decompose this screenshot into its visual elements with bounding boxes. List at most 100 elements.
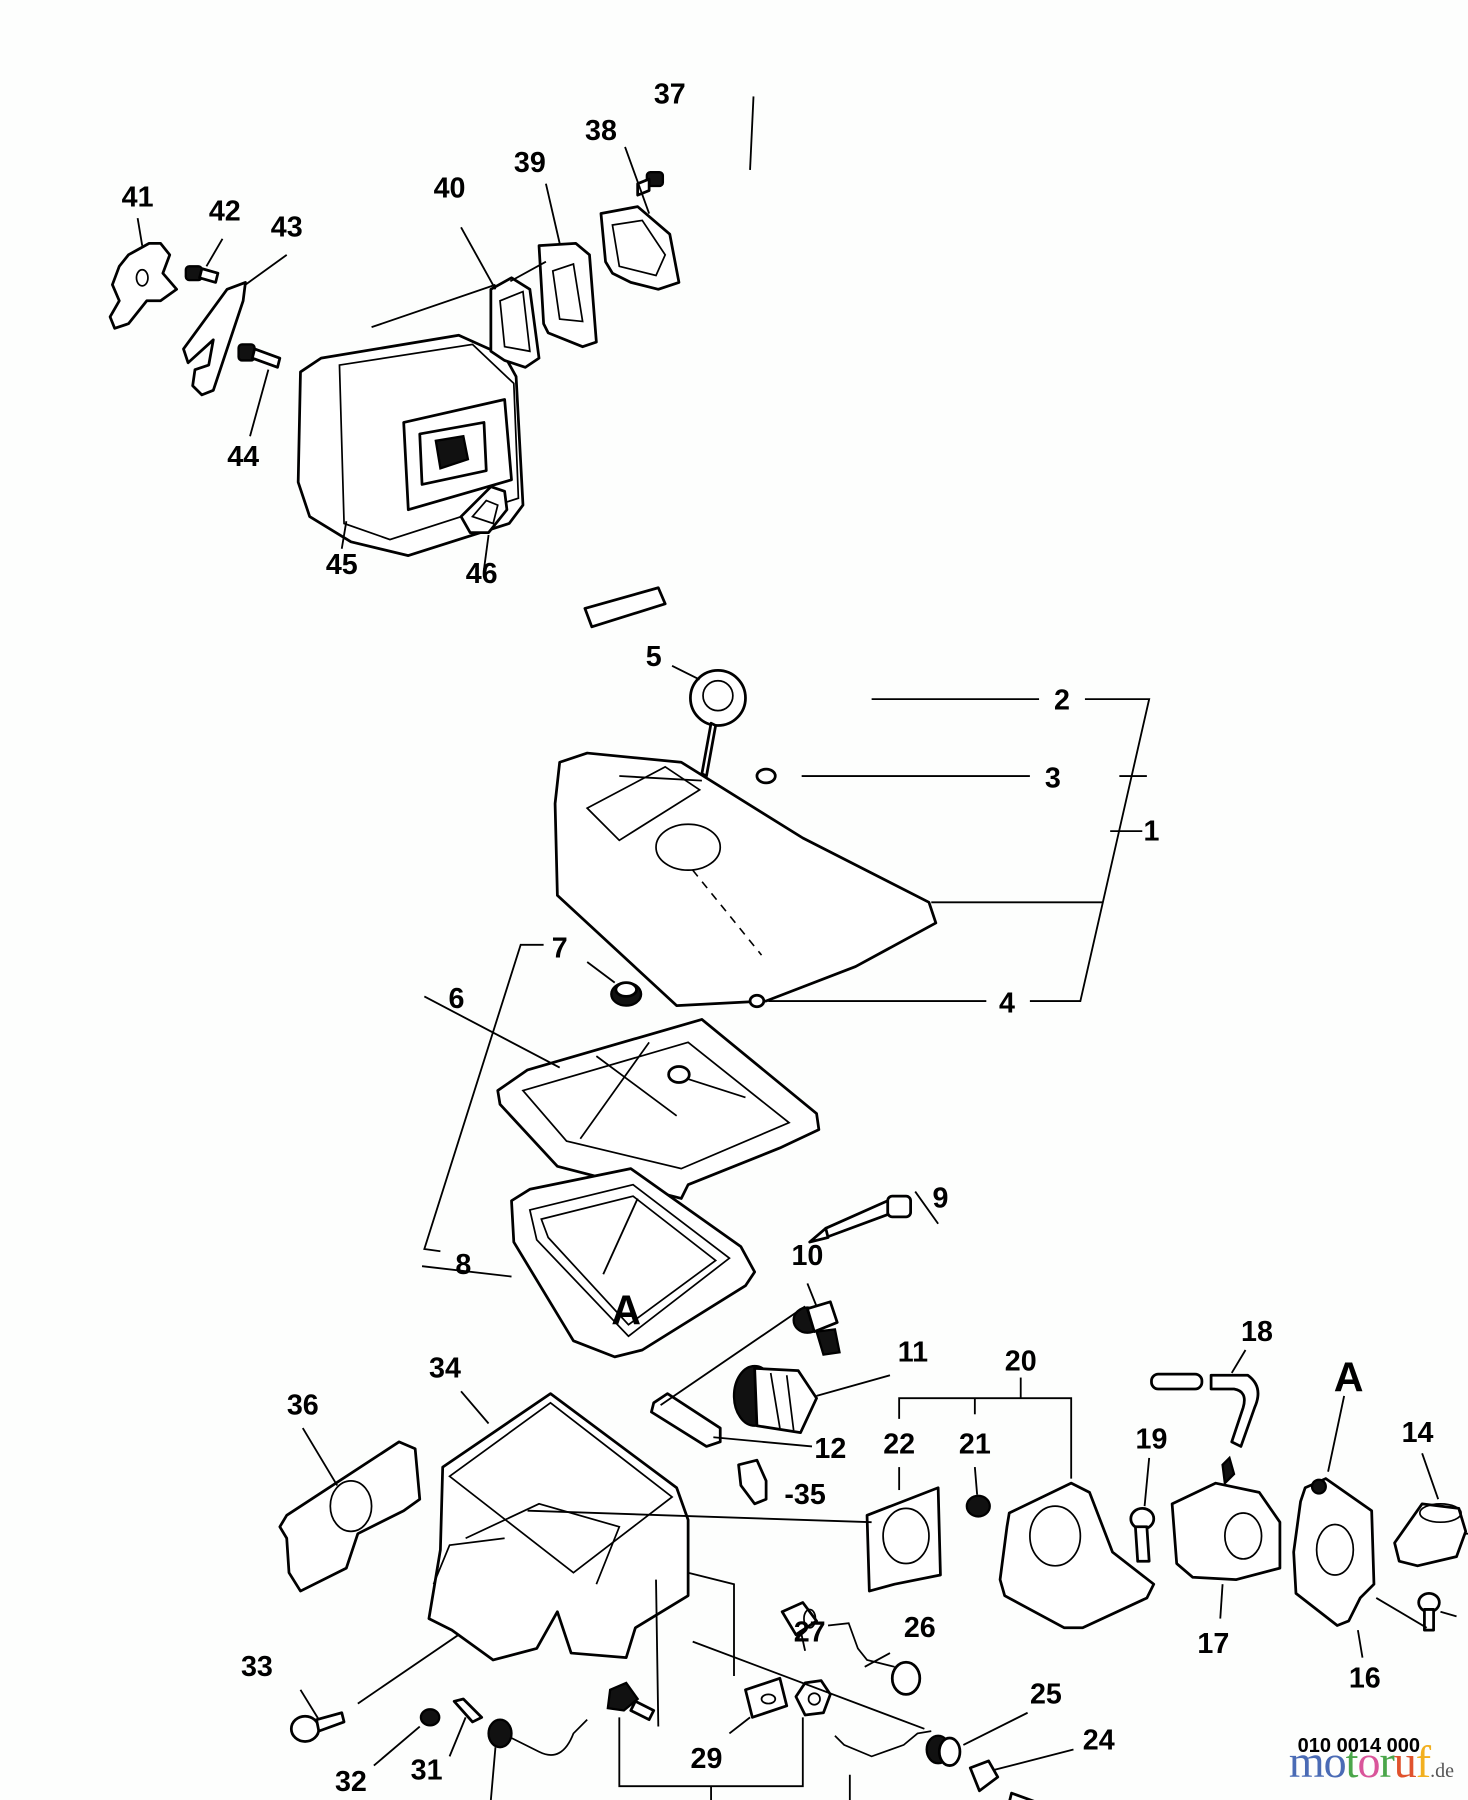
part-30-wire[interactable] xyxy=(487,1718,588,1756)
part-40-muffler-plate[interactable] xyxy=(489,276,541,369)
callout-18: 18 xyxy=(1241,1316,1273,1348)
callout-42: 42 xyxy=(209,195,241,227)
part-11-worm[interactable] xyxy=(732,1364,818,1435)
callout-40: 40 xyxy=(434,172,466,204)
callout-34: 34 xyxy=(429,1353,461,1385)
part-23-throttle-rod[interactable] xyxy=(834,1730,932,1758)
part-22-gasket[interactable] xyxy=(865,1486,942,1593)
callout-26: 26 xyxy=(904,1612,936,1644)
watermark-letter: t xyxy=(1345,1736,1359,1787)
watermark-letter: f xyxy=(1415,1736,1431,1787)
callout-41: 41 xyxy=(122,182,154,214)
part-42-screw[interactable] xyxy=(184,265,220,284)
callout-10: 10 xyxy=(791,1240,823,1272)
callout-14: 14 xyxy=(1402,1417,1434,1449)
part-6-air-filter[interactable] xyxy=(496,1018,821,1200)
watermark-letter: u xyxy=(1393,1736,1417,1787)
part-21-nut[interactable] xyxy=(965,1494,991,1518)
part-28-nut[interactable] xyxy=(794,1679,832,1717)
part-14-elbow[interactable] xyxy=(1393,1502,1468,1568)
leader-lines xyxy=(136,96,1468,1800)
part-41-bracket-plate[interactable] xyxy=(108,241,178,330)
part-10-sleeve[interactable] xyxy=(792,1300,841,1356)
callout-3: 3 xyxy=(1045,762,1061,794)
part-36-cover[interactable] xyxy=(278,1440,422,1593)
part-18-hose[interactable] xyxy=(1150,1372,1260,1448)
part-3-ring[interactable] xyxy=(755,767,777,785)
watermark-logo: motoruf.de xyxy=(1289,1739,1454,1794)
callout-4: 4 xyxy=(999,987,1015,1019)
callout-16: 16 xyxy=(1349,1662,1381,1694)
part-31-terminal[interactable] xyxy=(452,1697,484,1724)
callout-29: 29 xyxy=(691,1743,723,1775)
part-24-bushing[interactable] xyxy=(968,1759,1000,1793)
callout-19: 19 xyxy=(1136,1424,1168,1456)
watermark-tld: .de xyxy=(1430,1760,1454,1782)
part-7-grommet[interactable] xyxy=(610,981,643,1007)
part-27-bushing[interactable] xyxy=(780,1601,818,1637)
callout-46: 46 xyxy=(466,558,498,590)
part-44-screw[interactable] xyxy=(237,343,282,369)
part-35-gasket[interactable] xyxy=(737,1458,768,1506)
part-16-flange[interactable] xyxy=(1292,1477,1376,1627)
part-32-nut[interactable] xyxy=(419,1708,441,1727)
callout-11: 11 xyxy=(898,1336,928,1368)
part-20-carb-adapter[interactable] xyxy=(998,1481,1156,1630)
reference-mark-a-filter: A xyxy=(611,1288,641,1334)
part-33-screw[interactable] xyxy=(289,1711,346,1743)
part-9-screw[interactable] xyxy=(808,1194,912,1244)
callout-5: 5 xyxy=(646,641,662,673)
part-38-cover-plate[interactable] xyxy=(599,205,681,291)
callout-33: 33 xyxy=(241,1651,273,1683)
part-15-screw[interactable] xyxy=(1417,1591,1441,1632)
callout-2: 2 xyxy=(1054,684,1070,716)
drawing-number: 010 0014 000 xyxy=(1297,1735,1420,1757)
callout-36: 36 xyxy=(287,1389,319,1421)
watermark-letter: m xyxy=(1288,1736,1325,1787)
part-29-plate[interactable] xyxy=(744,1676,789,1719)
callout-12: 12 xyxy=(814,1433,846,1465)
callout-31: 31 xyxy=(411,1754,443,1786)
reference-mark-a-flange: A xyxy=(1334,1354,1364,1400)
callout-24: 24 xyxy=(1083,1724,1115,1756)
callout-22: 22 xyxy=(883,1428,915,1460)
callout-32: 32 xyxy=(335,1766,367,1798)
part-43-bracket[interactable] xyxy=(182,281,247,397)
callout-35: -35 xyxy=(784,1479,825,1511)
part-12-retainer[interactable] xyxy=(650,1392,722,1448)
part-2-knob[interactable] xyxy=(689,669,747,778)
watermark-letter: o xyxy=(1357,1736,1380,1787)
callout-43: 43 xyxy=(271,211,303,243)
callout-39: 39 xyxy=(514,147,546,179)
part-45-muffler[interactable] xyxy=(296,333,525,557)
part-8-filter-frame[interactable] xyxy=(510,1167,757,1359)
watermark-letter: r xyxy=(1379,1736,1394,1787)
callout-25: 25 xyxy=(1030,1679,1062,1711)
callout-17: 17 xyxy=(1197,1628,1229,1660)
callout-37: 37 xyxy=(654,78,686,110)
watermark-letter: o xyxy=(1323,1736,1347,1787)
part-1-filter-cover[interactable] xyxy=(553,751,938,1007)
part-5-label[interactable] xyxy=(583,586,667,629)
callout-27: 27 xyxy=(794,1617,826,1649)
callout-20: 20 xyxy=(1005,1346,1037,1378)
callout-labels: 41 42 43 44 45 46 40 39 38 37 5 2 3 1 4 … xyxy=(122,78,1434,1798)
callout-44: 44 xyxy=(227,441,259,473)
part-4-ring[interactable] xyxy=(748,993,766,1009)
callout-1: 1 xyxy=(1143,815,1159,847)
part-34-carburetor-box[interactable] xyxy=(427,1392,690,1662)
callout-7: 7 xyxy=(552,932,568,964)
part-39-gasket[interactable] xyxy=(537,241,598,349)
part-17-carburetor[interactable] xyxy=(1170,1455,1282,1581)
part-28-switch[interactable] xyxy=(606,1681,656,1722)
part-23-pin[interactable] xyxy=(1008,1791,1071,1800)
part-46-gasket[interactable] xyxy=(459,485,509,535)
part-19-screw[interactable] xyxy=(1129,1507,1156,1563)
part-25-bushing[interactable] xyxy=(925,1734,962,1767)
callout-38: 38 xyxy=(585,115,617,147)
callout-6: 6 xyxy=(448,983,464,1015)
part-26-choke-rod[interactable] xyxy=(827,1622,922,1696)
callout-45: 45 xyxy=(326,549,358,581)
callout-9: 9 xyxy=(932,1183,948,1215)
